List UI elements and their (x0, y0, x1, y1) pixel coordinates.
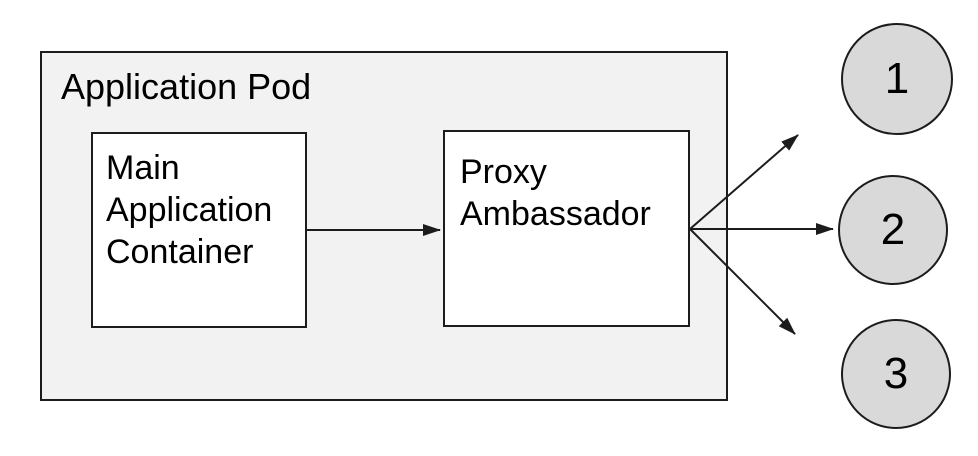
application-pod-label: Application Pod (61, 66, 312, 107)
proxy-ambassador-label-line1: Proxy (460, 153, 547, 191)
node-1-label: 1 (884, 54, 910, 103)
main-container-label-line3: Container (106, 233, 254, 271)
proxy-ambassador-label-line2: Ambassador (460, 195, 651, 233)
proxy-ambassador-box: Proxy Ambassador (443, 130, 690, 327)
node-2-label: 2 (880, 205, 906, 254)
node-circle-1: 1 (841, 23, 953, 135)
arrow-proxy-to-node-3 (689, 228, 796, 335)
node-circle-2: 2 (838, 175, 948, 285)
main-container-label-line2: Application (106, 191, 273, 229)
main-container-label-line1: Main (106, 149, 180, 187)
node-3-label: 3 (883, 349, 909, 398)
arrow-proxy-to-node-1 (689, 134, 799, 230)
node-circle-3: 3 (841, 319, 951, 429)
main-application-container-box: Main Application Container (91, 132, 307, 328)
